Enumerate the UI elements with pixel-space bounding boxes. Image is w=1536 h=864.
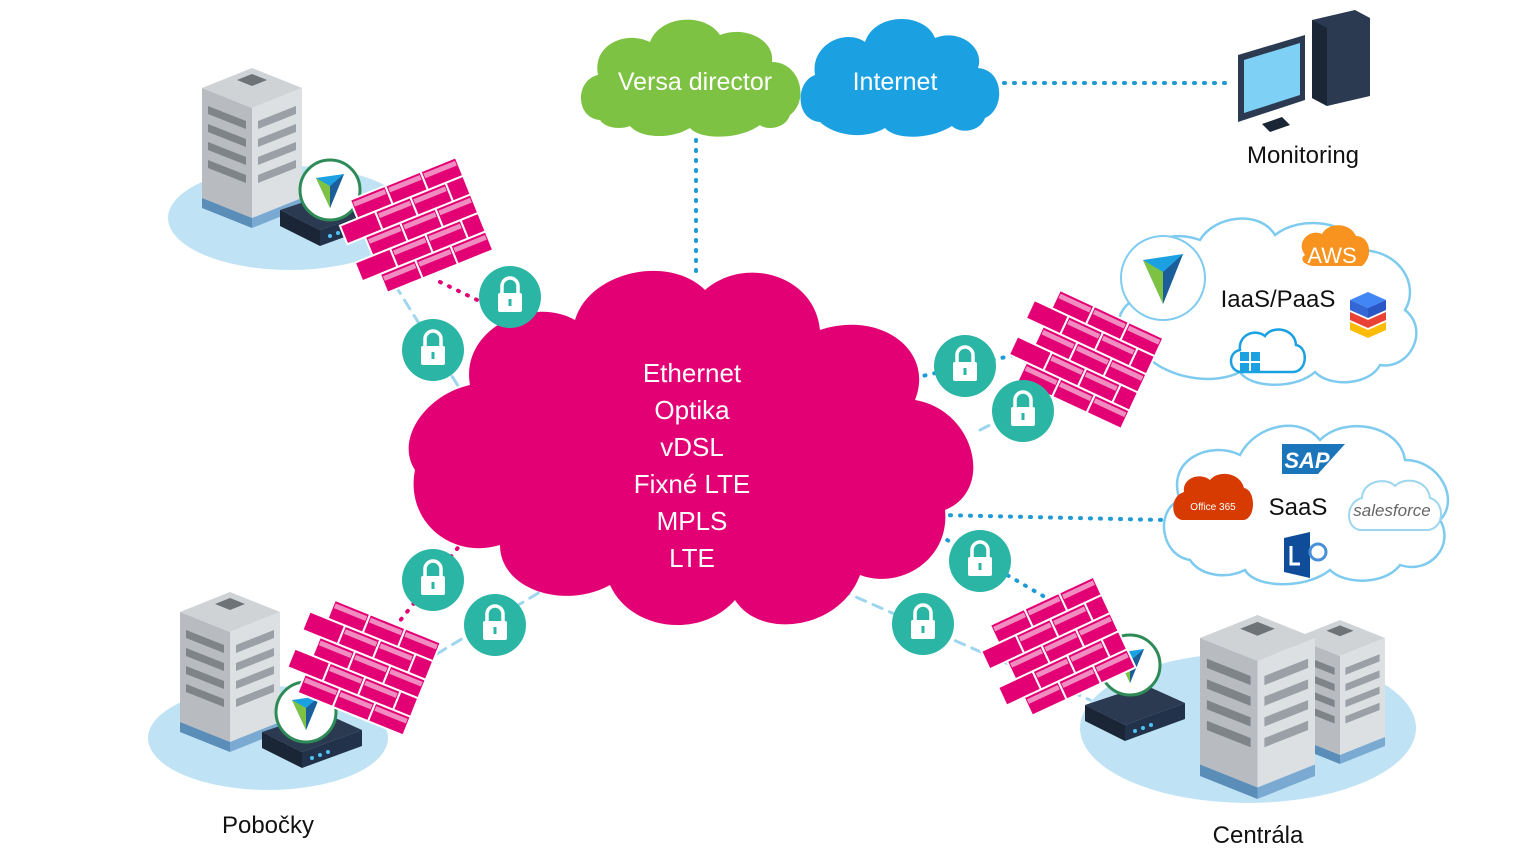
lock-icon xyxy=(477,264,543,330)
network-line-6: LTE xyxy=(669,543,715,573)
network-line-3: vDSL xyxy=(660,432,724,462)
saas-label: SaaS xyxy=(1269,494,1328,521)
monitoring-label: Monitoring xyxy=(1247,142,1359,169)
server-building-icon xyxy=(1200,615,1315,799)
iaas-cloud: IaaS/PaaS AWS xyxy=(1116,217,1418,386)
network-line-4: Fixné LTE xyxy=(634,469,751,499)
aws-badge: AWS xyxy=(1301,225,1370,268)
branch-bottom-left xyxy=(148,592,388,790)
lock-icon xyxy=(400,547,466,613)
versa-logo-icon xyxy=(298,158,362,222)
lock-icon xyxy=(932,333,998,399)
internet-cloud: Internet xyxy=(800,18,1000,137)
stack-icon xyxy=(1350,292,1386,338)
azure-cloud-icon xyxy=(1229,328,1306,374)
network-cloud: Ethernet Optika vDSL Fixné LTE MPLS LTE xyxy=(408,270,974,626)
versa-logo-icon xyxy=(1120,235,1206,321)
lock-icon xyxy=(890,591,956,657)
sap-label: SAP xyxy=(1284,448,1330,473)
network-line-5: MPLS xyxy=(657,506,728,536)
saas-cloud: SAP Office 365 SaaS salesforce xyxy=(1162,424,1450,586)
network-line-2: Optika xyxy=(654,395,730,425)
branches-label: Pobočky xyxy=(222,812,314,839)
iaas-label: IaaS/PaaS xyxy=(1221,286,1336,313)
lync-icon xyxy=(1284,532,1328,578)
salesforce-badge: salesforce xyxy=(1348,479,1442,531)
headquarters-label: Centrála xyxy=(1213,822,1304,849)
salesforce-label: salesforce xyxy=(1353,501,1430,520)
aws-label: AWS xyxy=(1307,243,1356,268)
lock-icon xyxy=(462,592,528,658)
internet-label: Internet xyxy=(853,68,938,96)
lock-icon xyxy=(400,317,466,383)
lock-icon xyxy=(990,378,1056,444)
branch-top-left xyxy=(168,68,412,270)
office365-badge: Office 365 xyxy=(1173,473,1253,520)
lock-icon xyxy=(947,528,1013,594)
versa-director-cloud: Versa director xyxy=(580,19,801,137)
computer-monitor-icon xyxy=(1238,10,1370,132)
server-building-icon xyxy=(180,592,280,752)
office365-label: Office 365 xyxy=(1190,502,1236,513)
headquarters xyxy=(1080,615,1416,803)
sap-badge: SAP xyxy=(1282,444,1345,474)
network-line-1: Ethernet xyxy=(643,358,742,388)
server-building-icon xyxy=(202,68,302,228)
versa-director-label: Versa director xyxy=(618,68,772,96)
